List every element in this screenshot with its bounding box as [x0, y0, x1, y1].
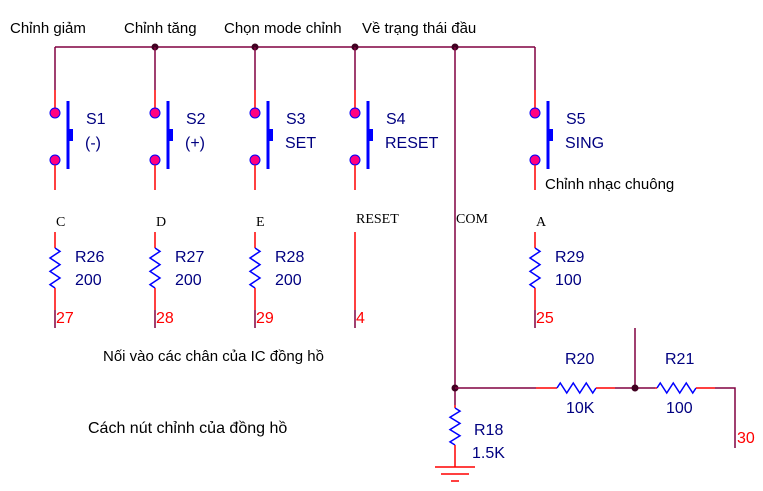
switch-actuator: [168, 129, 173, 141]
switch-ref: S1: [86, 111, 106, 128]
net-label: A: [536, 215, 547, 230]
top-label: Về trạng thái đầu: [362, 20, 476, 37]
pin-dot: [49, 154, 61, 166]
switch-ref: S3: [286, 111, 306, 128]
resistor-r26: [48, 247, 62, 289]
ic-pin-number: 29: [256, 310, 274, 327]
top-label: Chọn mode chỉnh: [224, 20, 342, 37]
resistor-ref: R18: [474, 422, 503, 439]
resistor-r28: [248, 247, 262, 289]
resistor-value: 1.5K: [472, 445, 505, 462]
resistor-r18: [448, 407, 462, 446]
pin-dot: [49, 107, 61, 119]
ic-pin-number: 4: [356, 310, 365, 327]
resistor-r20: [556, 381, 597, 395]
resistor-ref: R21: [665, 351, 694, 368]
wire: [715, 387, 736, 448]
ic-pin-number: 27: [56, 310, 74, 327]
resistor-value: 200: [175, 272, 202, 289]
pin-dot: [149, 154, 161, 166]
switch-label: SET: [285, 135, 316, 152]
resistor-r29: [528, 247, 542, 289]
com-net-label: COM: [456, 212, 488, 227]
resistor-ref: R29: [555, 249, 584, 266]
top-label: Chỉnh tăng: [124, 20, 197, 37]
resistor-value: 200: [275, 272, 302, 289]
pin-dot: [349, 154, 361, 166]
switch-ref: S4: [386, 111, 406, 128]
junction-dot: [631, 384, 639, 392]
pin-dot: [249, 154, 261, 166]
resistor-ref: R20: [565, 351, 594, 368]
net-label: D: [156, 215, 166, 230]
resistor-ref: R28: [275, 249, 304, 266]
resistor-r27: [148, 247, 162, 289]
pin-dot: [529, 154, 541, 166]
pin-dot: [149, 107, 161, 119]
switch-actuator: [368, 129, 373, 141]
switch-actuator: [68, 129, 73, 141]
switch-branch-s2: S2 (+) D R27 200 28: [148, 43, 206, 328]
ic-pin-number: 28: [156, 310, 174, 327]
resistor-r21: [656, 381, 697, 395]
ic-note: Nối vào các chân của IC đồng hồ: [103, 348, 324, 365]
pin-dot: [349, 107, 361, 119]
resistor-value: 10K: [566, 400, 595, 417]
net-label: C: [56, 215, 65, 230]
caption: Cách nút chỉnh của đồng hồ: [88, 420, 287, 437]
ring-note: Chỉnh nhạc chuông: [545, 176, 674, 193]
resistor-value: 100: [666, 400, 693, 417]
switch-branch-s1: S1 (-) C R26 200 27: [48, 47, 106, 328]
resistor-ref: R27: [175, 249, 204, 266]
resistor-ref: R26: [75, 249, 104, 266]
switch-label: SING: [565, 135, 604, 152]
pin-dot: [249, 107, 261, 119]
top-label: Chỉnh giảm: [10, 20, 86, 37]
switch-actuator: [548, 129, 553, 141]
switch-ref: S5: [566, 111, 586, 128]
net-label: E: [256, 215, 265, 230]
ic-pin-number: 25: [536, 310, 554, 327]
pin-dot: [529, 107, 541, 119]
switch-label: (+): [185, 135, 205, 152]
switch-label: RESET: [385, 135, 439, 152]
switch-label: (-): [85, 135, 101, 152]
ic-pin-number: 30: [737, 430, 755, 447]
net-label: RESET: [356, 212, 399, 227]
resistor-value: 100: [555, 272, 582, 289]
switch-actuator: [268, 129, 273, 141]
switch-ref: S2: [186, 111, 206, 128]
resistor-value: 200: [75, 272, 102, 289]
